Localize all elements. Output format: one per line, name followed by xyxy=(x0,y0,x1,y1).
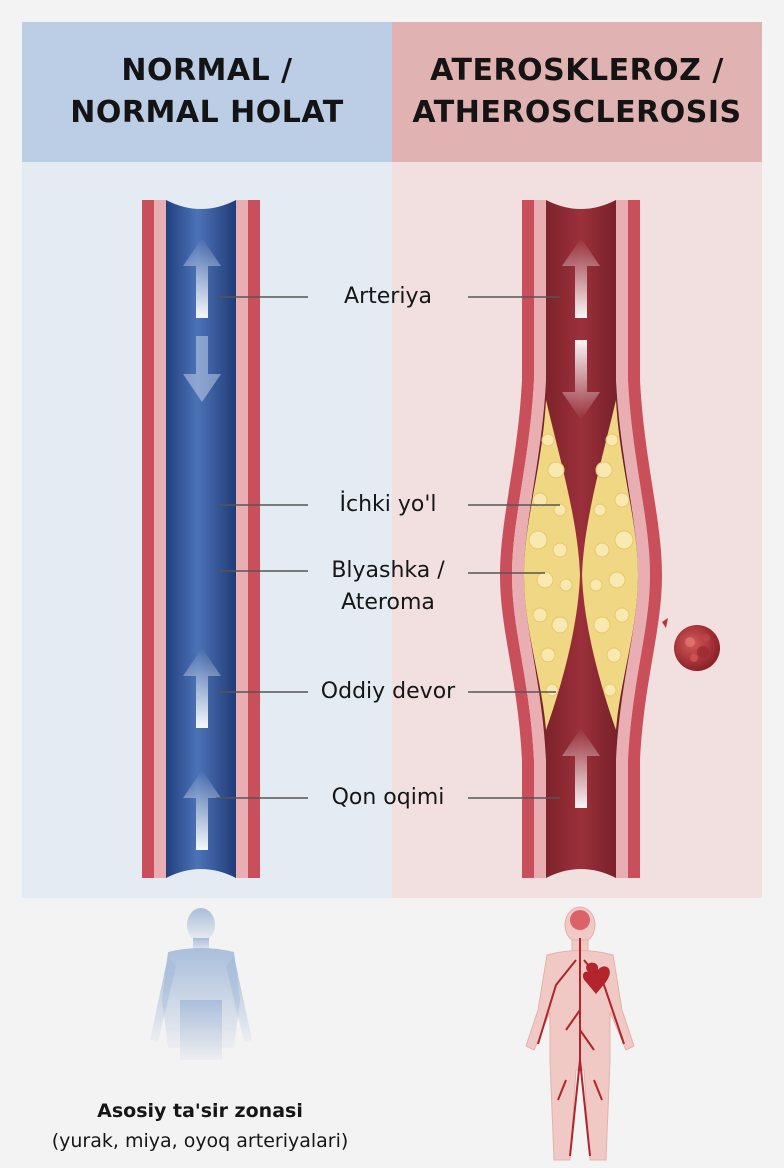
label-normal-wall: Oddiy devor xyxy=(320,679,456,704)
header-atherosclerosis: ATEROSKLEROZ / ATHEROSCLEROSIS xyxy=(392,22,762,162)
normal-artery-outer-wall-right xyxy=(248,200,260,878)
diseased-artery-inner-wall-right xyxy=(616,200,650,878)
up-arrow-icon xyxy=(183,770,221,850)
up-arrow-icon xyxy=(562,728,600,808)
plaque-lipid-droplets xyxy=(528,433,634,697)
header-normal: NORMAL / NORMAL HOLAT xyxy=(22,22,392,162)
label-plaque-line-2: Ateroma xyxy=(341,590,435,615)
brain-icon xyxy=(570,910,590,930)
human-silhouette-icon xyxy=(150,908,252,1060)
header-athero-line-1: ATEROSKLEROZ / xyxy=(430,53,724,88)
diseased-artery xyxy=(500,200,662,878)
heart-icon xyxy=(582,962,610,994)
blood-clot-icon xyxy=(662,618,720,671)
normal-artery xyxy=(142,200,260,878)
normal-artery-inner-wall-left xyxy=(154,200,166,878)
diseased-artery-inner-wall-left xyxy=(512,200,546,878)
down-arrow-icon xyxy=(183,336,221,402)
diseased-artery-outer-wall-left xyxy=(500,200,534,878)
normal-artery-lumen xyxy=(166,200,236,878)
normal-artery-outer-wall-left xyxy=(142,200,154,878)
up-arrow-icon xyxy=(183,238,221,318)
plaque-right xyxy=(582,400,638,730)
label-blood-flow: Qon oqimi xyxy=(331,785,445,810)
diseased-artery-outer-wall-right xyxy=(628,200,662,878)
label-plaque-line-1: Blyashka / xyxy=(331,558,445,583)
normal-artery-inner-wall-right xyxy=(236,200,248,878)
label-artery: Arteriya xyxy=(344,284,432,309)
header-athero-line-2: ATHEROSCLEROSIS xyxy=(412,95,742,130)
leader-lines xyxy=(216,296,560,799)
label-lumen: İchki yo'l xyxy=(339,492,437,517)
down-arrow-icon xyxy=(562,340,600,420)
plaque-left xyxy=(524,400,580,730)
circulatory-system-icon xyxy=(525,906,635,1161)
footer-subtitle: (yurak, miya, oyoq arteriyalari) xyxy=(51,1130,349,1152)
header-normal-line-1: NORMAL / xyxy=(121,53,293,88)
header-normal-line-2: NORMAL HOLAT xyxy=(70,95,344,130)
footer-title: Asosiy ta'sir zonasi xyxy=(97,1100,303,1122)
up-arrow-icon xyxy=(562,238,600,318)
up-arrow-icon xyxy=(183,648,221,728)
